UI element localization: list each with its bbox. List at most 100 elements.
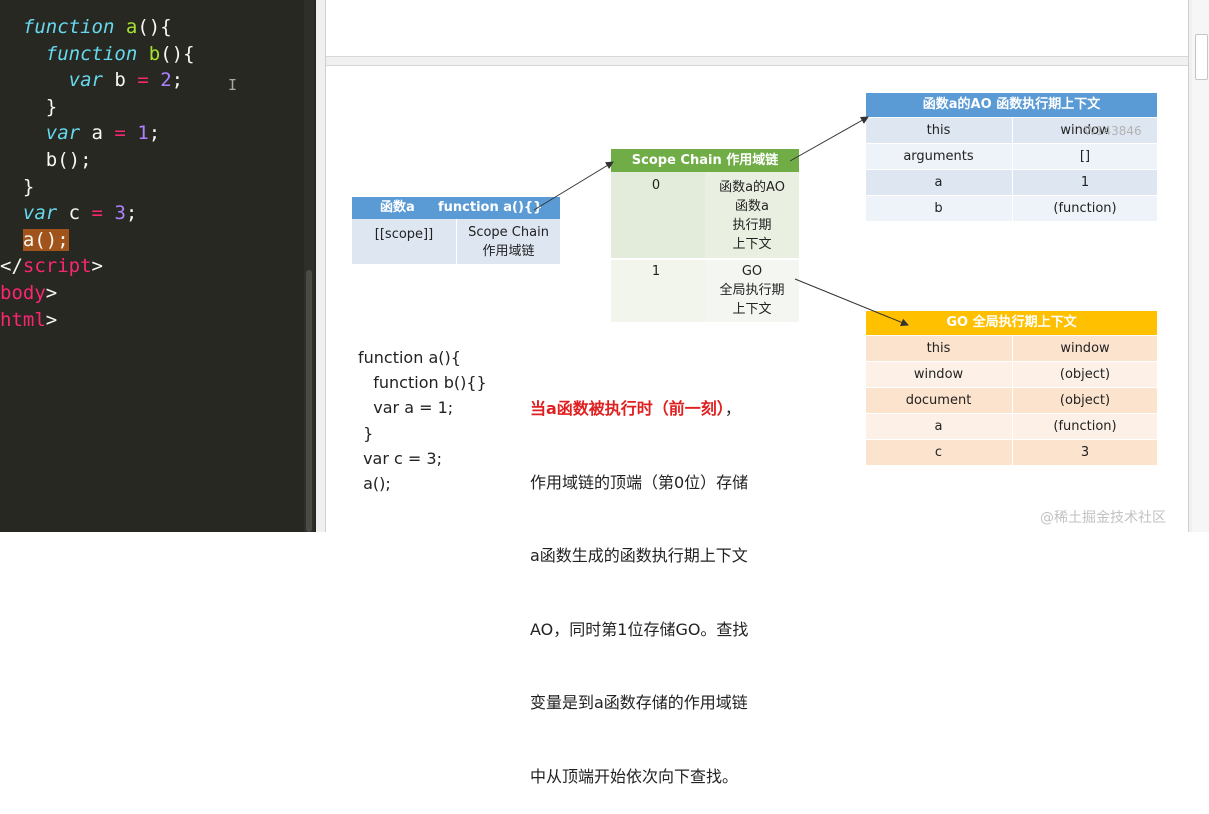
go-value: (object) bbox=[1012, 388, 1157, 413]
func-a-header-right: function a(){} bbox=[438, 200, 543, 215]
code-token: } bbox=[45, 95, 58, 118]
code-token: a(); bbox=[22, 228, 69, 251]
scope-value: Scope Chain 作用域链 bbox=[456, 219, 560, 264]
viewer-scrollbar[interactable] bbox=[1192, 0, 1209, 532]
description-line-2: a函数生成的函数执行期上下文 bbox=[530, 546, 748, 565]
code-line: </script> bbox=[0, 253, 103, 279]
ao-value: [] bbox=[1012, 144, 1157, 169]
code-token: = bbox=[114, 122, 126, 145]
code-token: > bbox=[91, 255, 103, 278]
code-token: function bbox=[22, 16, 115, 38]
snippet-line: a(); bbox=[358, 474, 391, 493]
snippet-line: function b(){} bbox=[358, 373, 487, 393]
description-first-line: 当a函数被执行时（前一刻）， bbox=[530, 397, 748, 422]
code-token: = bbox=[91, 202, 103, 225]
code-token: script bbox=[22, 255, 92, 278]
code-token: (){ bbox=[137, 16, 172, 38]
go-value: window bbox=[1012, 336, 1157, 361]
code-token: ; bbox=[148, 122, 161, 145]
code-token: c bbox=[57, 202, 92, 225]
code-token: b bbox=[148, 42, 161, 65]
code-token: a bbox=[125, 16, 138, 38]
description-line-4: 变量是到a函数存储的作用域链 bbox=[530, 693, 748, 712]
scope-chain-value-0-line-1: 函数a的AO bbox=[719, 180, 785, 195]
code-token: ; bbox=[125, 202, 138, 225]
scope-value-line-1: Scope Chain bbox=[468, 225, 549, 240]
ao-key: this bbox=[926, 123, 951, 138]
scope-chain-index-1: 1 bbox=[651, 264, 661, 279]
scope-chain-value-0-line-3: 执行期 bbox=[732, 218, 772, 233]
snippet-line: } bbox=[358, 423, 374, 443]
func-a-header-left: 函数a bbox=[380, 200, 415, 215]
code-token: 2 bbox=[160, 69, 172, 92]
scope-chain-value-1: GO 全局执行期 上下文 bbox=[705, 260, 799, 322]
go-row: a(function) bbox=[866, 414, 1157, 440]
code-line: } bbox=[0, 174, 34, 200]
code-line: var a = 1; bbox=[0, 120, 160, 146]
go-value: (function) bbox=[1012, 414, 1157, 439]
viewer-scrollbar-thumb[interactable] bbox=[1195, 34, 1208, 80]
editor-scrollbar[interactable] bbox=[304, 0, 314, 532]
code-token: b(); bbox=[45, 149, 92, 171]
code-editor[interactable]: function a(){ function b(){ var b = 2; }… bbox=[0, 0, 316, 532]
ao-row: arguments [] bbox=[866, 144, 1157, 170]
ao-key: arguments bbox=[903, 149, 974, 164]
code-token: > bbox=[45, 282, 58, 304]
code-token: 1 bbox=[137, 122, 149, 145]
ao-row: b(function) bbox=[866, 196, 1157, 222]
ao-value: 1 bbox=[1012, 170, 1157, 195]
code-token bbox=[114, 16, 125, 38]
snippet-line: function a(){ bbox=[358, 348, 461, 367]
go-row: document (object) bbox=[866, 388, 1157, 414]
code-token: html bbox=[0, 308, 46, 331]
code-line: b(); bbox=[0, 147, 92, 173]
scope-chain-index-0: 0 bbox=[651, 178, 661, 193]
description-highlight: 当a函数被执行时（前一刻） bbox=[530, 399, 725, 418]
code-token bbox=[137, 43, 148, 65]
scope-chain-value-0: 函数a的AO 函数a 执行期 上下文 bbox=[705, 172, 799, 258]
scope-key: [[scope]] bbox=[374, 227, 434, 242]
scope-chain-value-0-line-2: 函数a bbox=[735, 199, 769, 214]
code-token: > bbox=[45, 308, 58, 331]
go-key: document bbox=[905, 393, 972, 408]
go-value: (object) bbox=[1012, 362, 1157, 387]
code-line: var c = 3; bbox=[0, 200, 137, 226]
code-token: ; bbox=[171, 69, 184, 92]
code-token: body bbox=[0, 282, 46, 304]
go-key: c bbox=[934, 445, 943, 460]
scope-chain-value-1-line-1: GO bbox=[741, 264, 763, 279]
code-token: var bbox=[45, 122, 81, 145]
code-token bbox=[126, 122, 137, 144]
code-token: var bbox=[22, 202, 58, 225]
text-cursor-icon: I bbox=[228, 76, 238, 94]
scope-chain-value-1-line-2: 全局执行期 bbox=[719, 283, 785, 298]
description: 当a函数被执行时（前一刻）， 作用域链的顶端（第0位）存储 a函数生成的函数执行… bbox=[530, 348, 748, 814]
code-token: } bbox=[22, 175, 35, 198]
ao-key: a bbox=[934, 175, 943, 190]
snippet-line: var c = 3; bbox=[358, 448, 442, 468]
description-line-5: 中从顶端开始依次向下查找。 bbox=[530, 766, 739, 786]
code-token: a bbox=[80, 122, 115, 145]
scope-chain-header: Scope Chain 作用域链 bbox=[611, 149, 799, 172]
code-token bbox=[149, 69, 160, 91]
code-token: b bbox=[102, 69, 138, 92]
description-comma: ， bbox=[724, 399, 741, 418]
bottom-watermark: @稀土掘金技术社区 bbox=[1040, 510, 1166, 526]
code-token: </ bbox=[0, 255, 23, 278]
editor-scrollbar-thumb[interactable] bbox=[306, 270, 312, 532]
code-line: function a(){ bbox=[0, 14, 172, 40]
ao-header: 函数a的AO 函数执行期上下文 bbox=[866, 93, 1157, 117]
scope-chain-row-0: 0 函数a的AO 函数a 执行期 上下文 bbox=[611, 172, 799, 260]
page-break bbox=[326, 56, 1188, 66]
code-token: var bbox=[68, 69, 103, 92]
code-line: var b = 2; bbox=[0, 67, 183, 93]
ao-watermark: W143846 bbox=[1084, 124, 1142, 138]
code-token: (){ bbox=[160, 42, 195, 65]
code-token bbox=[103, 202, 114, 224]
code-token: = bbox=[137, 69, 149, 92]
scope-chain-value-0-line-4: 上下文 bbox=[732, 237, 772, 252]
